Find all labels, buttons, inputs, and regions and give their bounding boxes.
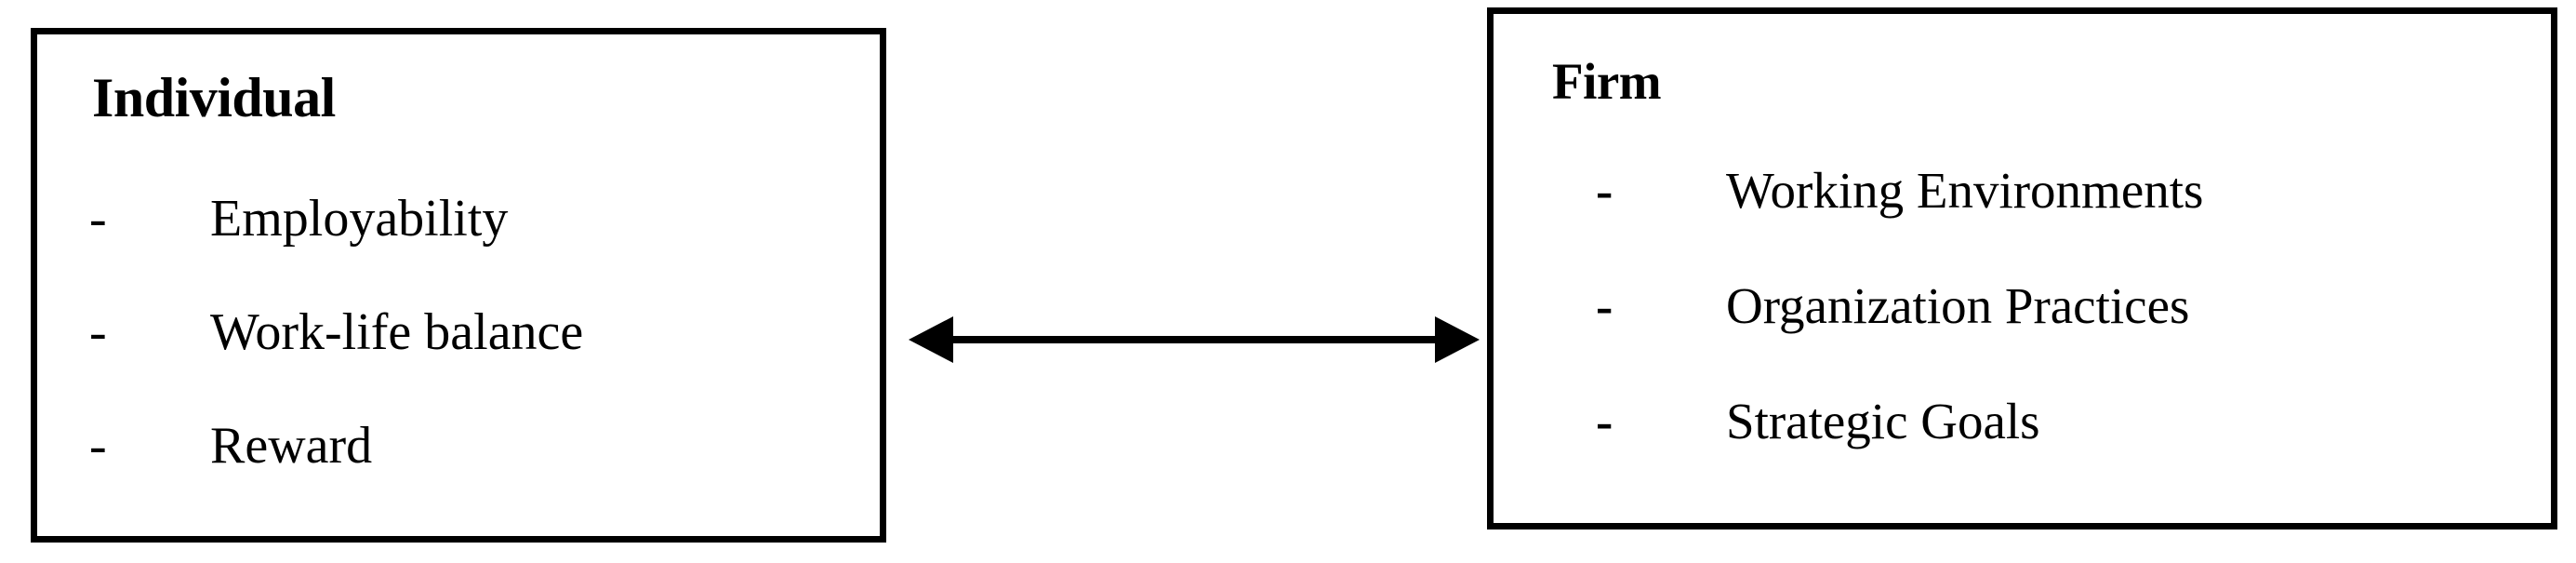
bullet-dash-icon: - xyxy=(89,190,107,248)
bullet-dash-icon: - xyxy=(89,303,107,361)
list-item: - Strategic Goals xyxy=(1596,395,2526,511)
list-item-label: Work-life balance xyxy=(210,303,584,361)
firm-box: Firm - Working Environments - Organizati… xyxy=(1487,7,2557,529)
bullet-dash-icon: - xyxy=(1596,277,1613,334)
list-item-label: Organization Practices xyxy=(1726,277,2190,334)
list-item-label: Reward xyxy=(210,417,373,475)
individual-bullet-list: - Employability - Work-life balance - Re… xyxy=(89,193,852,533)
list-item-label: Working Environments xyxy=(1726,162,2204,219)
list-item: - Working Environments xyxy=(1596,165,2526,280)
list-item: - Organization Practices xyxy=(1596,280,2526,395)
bullet-dash-icon: - xyxy=(1596,393,1613,449)
list-item: - Reward xyxy=(89,420,852,533)
list-item: - Work-life balance xyxy=(89,306,852,420)
list-item: - Employability xyxy=(89,193,852,306)
bullet-dash-icon: - xyxy=(1596,162,1613,219)
list-item-label: Employability xyxy=(210,190,509,248)
list-item-label: Strategic Goals xyxy=(1726,393,2040,449)
firm-bullet-list: - Working Environments - Organization Pr… xyxy=(1596,165,2526,511)
individual-box-heading: Individual xyxy=(92,67,336,128)
bullet-dash-icon: - xyxy=(89,417,107,475)
double-headed-arrow-icon xyxy=(907,307,1481,372)
firm-box-heading: Firm xyxy=(1552,53,1662,110)
individual-box: Individual - Employability - Work-life b… xyxy=(31,28,886,543)
